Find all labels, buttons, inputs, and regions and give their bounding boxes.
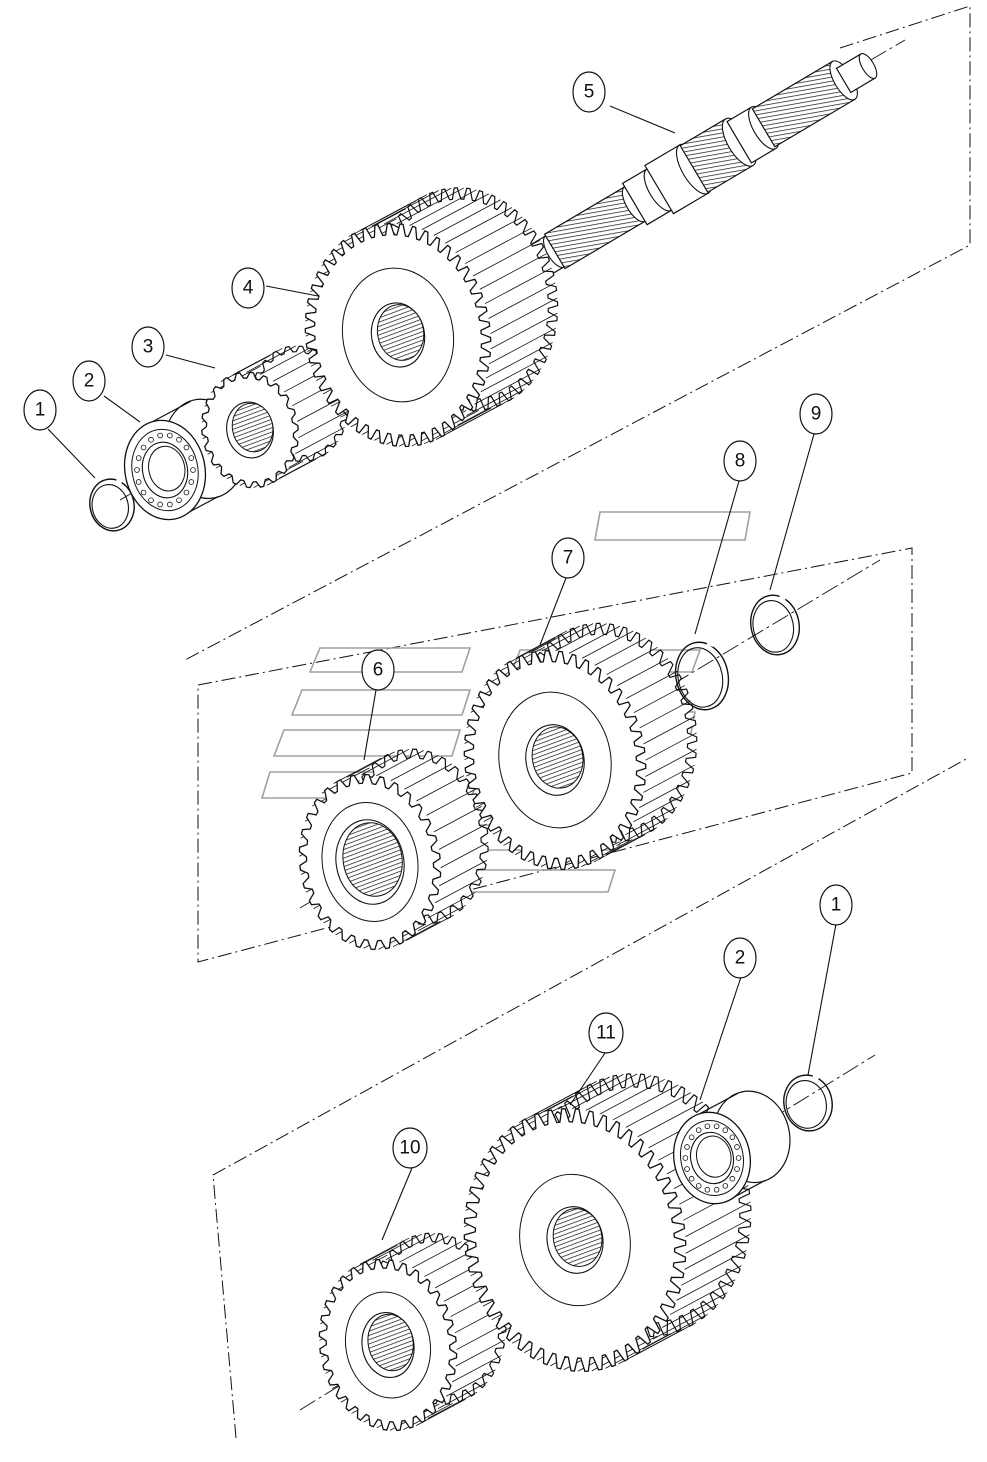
callout-number: 11	[596, 1023, 616, 1044]
callout-2-bottom: 2	[723, 937, 757, 979]
leader-2a	[103, 395, 141, 423]
callout-10: 10	[392, 1127, 428, 1169]
leader-3	[165, 354, 216, 369]
callout-number: 7	[563, 548, 574, 569]
group-boundaries	[184, 5, 971, 1439]
middle-axis	[299, 559, 881, 909]
leader-4	[265, 285, 319, 297]
leader-5	[609, 105, 676, 134]
callout-number: 8	[735, 451, 746, 472]
callout-7: 7	[551, 537, 585, 579]
middle-group-boundary	[197, 547, 913, 963]
leader-lines	[47, 105, 837, 1241]
snap-ring-icon	[783, 1074, 833, 1132]
callout-number: 2	[84, 371, 95, 392]
leader-7	[539, 577, 567, 646]
callout-6: 6	[361, 649, 395, 691]
callout-number: 4	[243, 278, 254, 299]
spur-gear-icon	[318, 1232, 507, 1432]
snap-ring-icon	[750, 594, 800, 656]
callout-4: 4	[231, 267, 265, 309]
callout-5: 5	[572, 71, 606, 113]
spur-gear-icon	[463, 622, 698, 871]
callout-2-top: 2	[72, 360, 106, 402]
top-group-boundary	[184, 5, 971, 661]
callout-number: 2	[735, 948, 746, 969]
callout-11: 11	[588, 1012, 624, 1054]
leader-10	[381, 1167, 413, 1241]
callout-1-top: 1	[23, 389, 57, 431]
callout-number: 10	[399, 1138, 420, 1159]
leader-8	[694, 480, 740, 635]
callout-number: 1	[831, 895, 842, 916]
callout-number: 3	[143, 337, 154, 358]
ball-bearing-icon	[672, 1090, 791, 1205]
callout-number: 5	[584, 82, 595, 103]
snap-ring-icon	[89, 478, 135, 532]
leader-9	[769, 433, 815, 591]
spur-gear-icon	[298, 748, 489, 951]
leader-2b	[699, 976, 742, 1101]
callout-3: 3	[131, 326, 165, 368]
callout-1-bottom: 1	[819, 884, 853, 926]
leader-11	[569, 1052, 606, 1106]
callout-balloons: 1 2 3 4 5 6 7 8	[23, 71, 853, 1169]
leader-1a	[47, 428, 96, 479]
bottom-group-boundary	[212, 757, 969, 1439]
leader-1b	[807, 923, 837, 1076]
parts-layer	[89, 53, 878, 1432]
callout-number: 1	[35, 400, 46, 421]
callout-number: 6	[373, 660, 384, 681]
leader-6	[363, 689, 377, 761]
callout-8: 8	[723, 440, 757, 482]
snap-ring-icon	[674, 641, 730, 711]
splined-shaft-icon	[507, 53, 878, 289]
callout-number: 9	[811, 404, 822, 425]
callout-9: 9	[799, 393, 833, 435]
spur-gear-icon	[304, 187, 559, 448]
